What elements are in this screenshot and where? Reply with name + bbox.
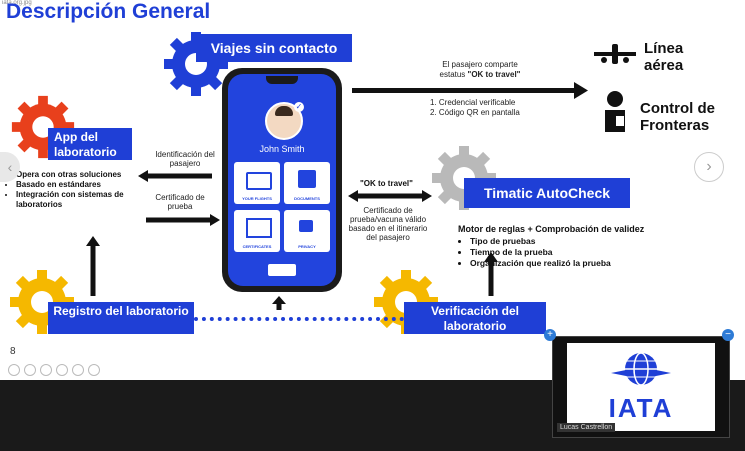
toolbar-grid-icon[interactable] (72, 364, 84, 376)
arrow-up-registro-icon (86, 236, 100, 296)
arrow-right-cert-icon (146, 214, 220, 226)
phone-notch (266, 76, 298, 84)
cert-text: Certificado de prueba (155, 193, 205, 211)
numbered-list: 1. Credencial verificable 2. Código QR e… (430, 98, 520, 117)
timatic-heading: Motor de reglas + Comprobación de valide… (458, 224, 645, 234)
globe-icon (611, 352, 671, 386)
next-slide-button[interactable]: › (694, 152, 724, 182)
phone-user-name: John Smith (259, 144, 305, 154)
toolbar-more-icon[interactable] (88, 364, 100, 376)
toolbar-highlight-icon[interactable] (40, 364, 52, 376)
arrow-up-phone-icon (272, 296, 286, 310)
ident-text: Identificación del pasajero (155, 150, 215, 168)
slide-filename: iata.org.jpg (2, 0, 32, 6)
dotted-connector (194, 317, 404, 321)
page-number: 8 (10, 346, 16, 357)
iata-logo-text: IATA (608, 393, 674, 423)
banner-verificacion: Verificación del laboratorio (404, 302, 546, 334)
toolbar-zoom-icon[interactable] (56, 364, 68, 376)
cert-vacuna-text: Certificado de prueba/vacuna válido basa… (348, 206, 428, 242)
banner-timatic: Timatic AutoCheck (464, 178, 630, 208)
tile-privacy[interactable]: PRIVACY (284, 210, 330, 252)
gear-yellow-left-icon (10, 270, 74, 334)
slide-toolbar (8, 364, 100, 376)
certificate-icon (246, 218, 272, 238)
video-tile[interactable]: IATA Lucas Castrellon (552, 336, 730, 438)
share-status-text: El pasajero comparte estatus "OK to trav… (439, 60, 521, 79)
app-bullets: Opera con otras soluciones Basado en est… (6, 170, 146, 210)
toolbar-pen-icon[interactable] (24, 364, 36, 376)
phone-screen: ✓ John Smith YOUR FLIGHTS DOCUMENTS CERT… (228, 74, 336, 286)
arrow-right-icon (574, 82, 588, 99)
banner-app-lab: App del laboratorio (48, 128, 132, 160)
label-control-fronteras: Control de Fronteras (640, 100, 715, 134)
officer-icon (605, 91, 625, 132)
ok-travel-label: "OK to travel" (360, 179, 413, 188)
phone-footer-logo (268, 264, 296, 276)
slide-title: Descripción General (6, 0, 211, 23)
arrow-left-ident-icon (138, 170, 212, 182)
phone-mockup: ✓ John Smith YOUR FLIGHTS DOCUMENTS CERT… (222, 68, 342, 292)
toolbar-back-icon[interactable] (8, 364, 20, 376)
airplane-icon (594, 44, 636, 64)
label-linea-aerea: Línea aérea (644, 40, 684, 74)
tile-flights[interactable]: YOUR FLIGHTS (234, 162, 280, 204)
banner-viajes: Viajes sin contacto (196, 34, 352, 62)
banner-registro: Registro del laboratorio (48, 302, 194, 334)
minimize-video-button[interactable]: − (722, 329, 734, 341)
expand-video-button[interactable]: + (544, 329, 556, 341)
double-arrow-icon (348, 190, 432, 202)
verified-check-icon: ✓ (294, 102, 304, 112)
caller-name: Lucas Castrellon (557, 423, 616, 432)
arrow-share-line (352, 88, 577, 93)
arrow-up-verificacion-icon (484, 252, 498, 296)
ticket-icon (246, 172, 272, 190)
tile-certificates[interactable]: CERTIFICATES (234, 210, 280, 252)
prev-slide-button[interactable]: ‹ (0, 152, 20, 182)
tile-documents[interactable]: DOCUMENTS (284, 162, 330, 204)
passport-icon (298, 170, 316, 188)
timatic-bullets: Tipo de pruebas Tiempo de la prueba Orga… (460, 236, 660, 269)
lock-icon (299, 220, 313, 232)
iata-logo: IATA (567, 343, 715, 431)
